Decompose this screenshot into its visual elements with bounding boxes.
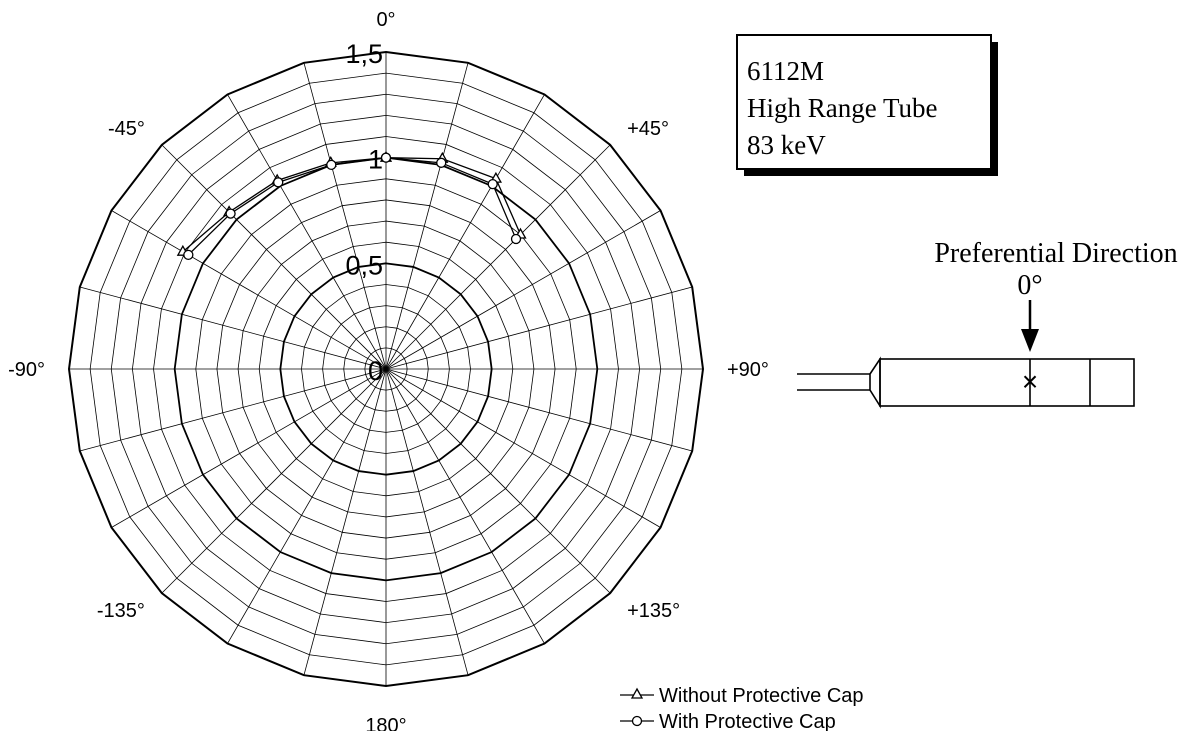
circle-data-point — [225, 208, 236, 219]
circle-data-point — [487, 178, 498, 190]
polar-spoke — [385, 210, 661, 370]
preferential-direction-diagram: Preferential Direction 0° × — [797, 238, 1178, 409]
tube-connector — [869, 356, 881, 409]
angle-label: -90° — [8, 359, 45, 381]
labels-layer: 0 0,5 1 1,5 0° +45° +90° +135° 180° -135° -90° -45° — [8, 9, 769, 731]
legend-item-with-cap: With Protective Cap — [620, 711, 836, 731]
polar-spoke — [385, 368, 545, 644]
polar-spoke — [79, 368, 387, 452]
polar-spoke — [385, 94, 545, 370]
circle-data-point — [380, 152, 392, 163]
polar-spoke — [385, 368, 611, 594]
triangle-marker-icon — [630, 687, 644, 699]
circle-data-point — [273, 177, 284, 188]
preferential-direction-angle: 0° — [1017, 270, 1042, 301]
polar-spoke — [303, 62, 387, 370]
polar-spoke — [79, 286, 387, 370]
polar-spoke — [385, 286, 693, 370]
legend-label-without-cap: Without Protective Cap — [659, 685, 864, 707]
polar-spoke — [111, 368, 387, 528]
angle-label: +135° — [627, 600, 680, 622]
tube-body — [879, 358, 1135, 407]
info-box-model: 6112M — [747, 56, 824, 86]
legend: Without Protective Cap With Protective C… — [620, 685, 864, 731]
circle-data-point — [326, 159, 337, 171]
info-box-frame — [736, 34, 992, 170]
angle-label: 180° — [365, 715, 406, 731]
circle-data-point — [183, 249, 194, 261]
polar-spoke — [227, 94, 387, 370]
series-line-with-cap — [187, 157, 517, 256]
radial-tick-label: 1 — [368, 145, 383, 175]
polar-spoke — [385, 368, 661, 528]
polar-spoke — [161, 144, 387, 370]
angle-label: +45° — [627, 118, 669, 140]
series-layer — [176, 150, 527, 261]
angle-label: -45° — [108, 118, 145, 140]
polar-spoke — [385, 368, 469, 676]
radial-tick-label: 1,5 — [345, 39, 383, 69]
angle-label: 0° — [376, 9, 395, 31]
info-box-tube: High Range Tube — [747, 93, 938, 123]
polar-spoke — [385, 144, 611, 370]
polar-spoke — [161, 368, 387, 594]
polar-spoke — [303, 368, 387, 676]
angle-label: +90° — [727, 359, 769, 381]
polar-spoke — [111, 210, 387, 370]
radial-tick-label: 0,5 — [345, 250, 383, 280]
circle-marker-icon — [631, 715, 643, 727]
direction-arrow-head — [1021, 329, 1039, 352]
series-line-without-cap — [182, 157, 522, 253]
detector-center-mark: × — [1022, 366, 1038, 397]
polar-spoke — [227, 368, 387, 644]
info-box-energy: 83 keV — [747, 130, 826, 160]
radial-tick-label: 0 — [368, 356, 383, 386]
preferential-direction-title: Preferential Direction — [934, 238, 1177, 269]
legend-item-without-cap: Without Protective Cap — [620, 685, 864, 707]
circle-data-point — [510, 233, 522, 245]
polar-spoke — [385, 62, 469, 370]
circle-data-point — [436, 157, 447, 168]
legend-label-with-cap: With Protective Cap — [659, 711, 836, 731]
polar-grid — [67, 50, 705, 688]
info-box: 6112M High Range Tube 83 keV — [736, 34, 998, 176]
angle-label: -135° — [97, 600, 145, 622]
polar-spoke — [385, 368, 693, 452]
